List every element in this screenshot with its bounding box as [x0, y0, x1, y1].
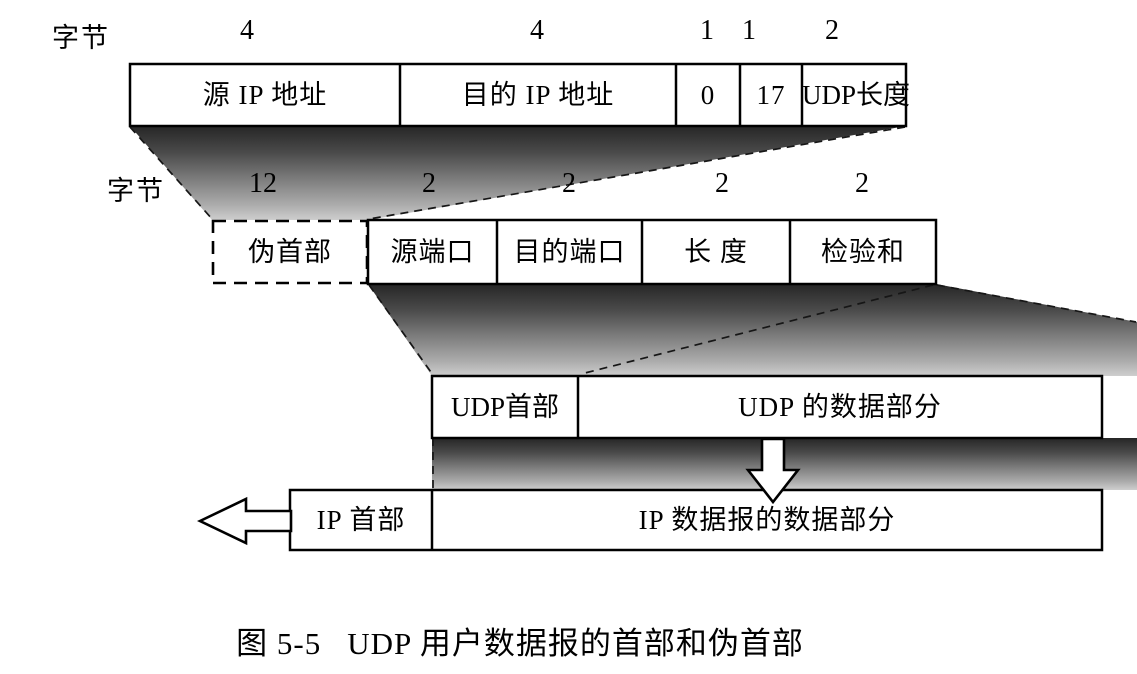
udp-header-cell: UDP首部	[450, 392, 559, 422]
shadow-udp-to-ip	[432, 438, 1137, 490]
byte-unit-label-row2: 字节	[107, 176, 165, 206]
ip-data-cell: IP 数据报的数据部分	[638, 505, 896, 535]
field-source-port: 源端口	[390, 237, 475, 267]
figure-caption-title: UDP 用户数据报的首部和伪首部	[347, 626, 804, 661]
dashed-connector-right-mid	[580, 284, 934, 375]
byte-count-length: 2	[715, 168, 729, 199]
dashed-connector-left-top	[129, 126, 214, 221]
dashed-connector-left-mid	[368, 284, 434, 376]
field-protocol: 17	[756, 80, 786, 110]
byte-count-udp-len: 2	[825, 15, 839, 46]
byte-count-zero: 1	[700, 15, 714, 46]
byte-count-checksum: 2	[855, 168, 869, 199]
row1-box	[128, 62, 908, 128]
field-udp-length: UDP长度	[802, 80, 911, 110]
byte-count-dst-ip: 4	[530, 15, 544, 46]
byte-count-pseudo: 12	[249, 168, 277, 199]
figure-caption: 图 5-5 UDP 用户数据报的首部和伪首部	[0, 618, 1040, 663]
byte-unit-label-row1: 字节	[52, 23, 110, 53]
byte-count-dst-port: 2	[562, 168, 576, 199]
byte-count-proto: 1	[742, 15, 756, 46]
figure-caption-number: 图 5-5	[236, 626, 322, 661]
dashed-connector-right-top	[368, 126, 906, 220]
udp-data-cell: UDP 的数据部分	[738, 392, 942, 422]
row3-box	[430, 374, 1104, 440]
shadow-pseudoheader-expansion	[130, 126, 906, 220]
row2-box	[366, 218, 938, 286]
pseudo-header-cell: 伪首部	[248, 237, 332, 267]
field-dest-port: 目的端口	[513, 237, 626, 267]
pseudo-header-dashed-box	[211, 219, 369, 285]
ip-header-cell: IP 首部	[316, 505, 406, 535]
byte-count-src-ip: 4	[240, 15, 254, 46]
row4-box	[288, 488, 1104, 552]
byte-count-src-port: 2	[422, 168, 436, 199]
dashed-connector-edge-mid	[936, 284, 1137, 323]
field-checksum: 检验和	[821, 237, 905, 267]
field-zero: 0	[700, 80, 716, 110]
field-dest-ip: 目的 IP 地址	[461, 80, 615, 110]
field-length: 长 度	[684, 237, 748, 267]
field-source-ip: 源 IP 地址	[202, 80, 328, 110]
